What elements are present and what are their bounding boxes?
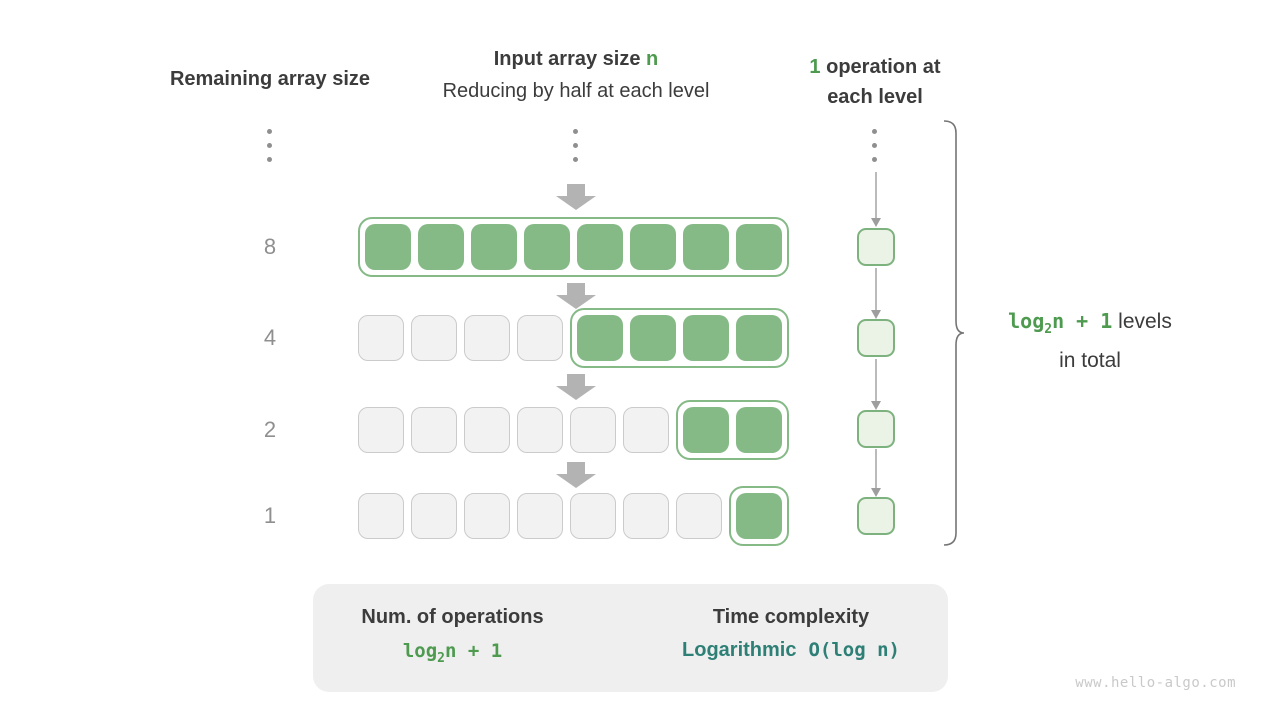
remaining-array-size-header: Remaining array size (169, 68, 371, 90)
down-arrow-icon-top (556, 184, 596, 210)
active-cell (736, 407, 782, 453)
active-cell (683, 315, 729, 361)
empty-cell (358, 315, 404, 361)
operation-cell (857, 497, 895, 535)
array-row (358, 308, 789, 368)
empty-cell (517, 315, 563, 361)
op-arrow-head-3 (871, 488, 881, 497)
active-cell (577, 315, 623, 361)
empty-cell (464, 407, 510, 453)
levels-word: levels (1112, 310, 1172, 333)
empty-cell (676, 493, 722, 539)
time-complexity-title: Time complexity (712, 606, 870, 628)
operation-cell (857, 410, 895, 448)
active-cell (365, 224, 411, 270)
array-row (358, 400, 789, 460)
down-arrow-icon-1 (556, 283, 596, 309)
op-arrow-head-1 (871, 310, 881, 319)
active-subarray-outline (358, 217, 789, 277)
active-cell (683, 407, 729, 453)
active-cell (736, 224, 782, 270)
reducing-by-half-subtitle: Reducing by half at each level (442, 80, 710, 102)
empty-cell (358, 493, 404, 539)
empty-cell (623, 407, 669, 453)
input-array-size-n: n (646, 48, 659, 70)
empty-cell (517, 493, 563, 539)
one-operation-accent: 1 (809, 56, 821, 78)
active-cell (736, 315, 782, 361)
input-array-size-text: Input array size (493, 48, 647, 70)
row-label-1: 1 (263, 503, 277, 528)
active-cell (524, 224, 570, 270)
input-array-size-header: Input array size n Reducing by half at e… (396, 48, 756, 103)
empty-cell (411, 315, 457, 361)
active-cell (736, 493, 782, 539)
big-o-notation: O(log n) (808, 639, 900, 661)
empty-cell (411, 493, 457, 539)
empty-cell (464, 493, 510, 539)
operation-cell (857, 319, 895, 357)
array-row (358, 217, 789, 277)
num-operations-title: Num. of operations (361, 606, 544, 628)
one-operation-header: 1 operation at each level (765, 52, 985, 112)
down-arrow-icon-3 (556, 462, 596, 488)
down-arrow-icon-2 (556, 374, 596, 400)
active-cell (577, 224, 623, 270)
left-ellipsis-icon (267, 129, 272, 162)
active-subarray-outline (729, 486, 789, 546)
levels-formula: log2n + 1 (1008, 309, 1113, 337)
each-level-text: each level (827, 86, 923, 108)
row-label-2: 2 (263, 417, 277, 442)
op-arrow-head-0 (871, 218, 881, 227)
active-cell (630, 315, 676, 361)
in-total-word: in total (1059, 349, 1121, 372)
empty-cell (570, 493, 616, 539)
empty-cell (464, 315, 510, 361)
levels-brace (943, 120, 965, 546)
row-label-4: 4 (263, 325, 277, 350)
empty-cell (623, 493, 669, 539)
array-row (358, 486, 789, 546)
row-label-8: 8 (263, 234, 277, 259)
active-cell (471, 224, 517, 270)
center-ellipsis-icon (573, 129, 578, 162)
one-operation-text: operation at (820, 56, 941, 78)
active-cell (418, 224, 464, 270)
empty-cell (517, 407, 563, 453)
operation-cell (857, 228, 895, 266)
right-ellipsis-icon (872, 129, 877, 162)
num-operations-block: Num. of operations log2n + 1 (330, 606, 575, 666)
num-operations-formula: log2n + 1 (402, 640, 503, 666)
active-cell (683, 224, 729, 270)
empty-cell (358, 407, 404, 453)
active-subarray-outline (676, 400, 789, 460)
empty-cell (570, 407, 616, 453)
op-arrow-head-2 (871, 401, 881, 410)
watermark: www.hello-algo.com (1075, 675, 1236, 691)
summary-box (313, 584, 948, 692)
levels-total-label: log2n + 1 levels in total (968, 306, 1212, 376)
active-subarray-outline (570, 308, 789, 368)
empty-cell (411, 407, 457, 453)
active-cell (630, 224, 676, 270)
